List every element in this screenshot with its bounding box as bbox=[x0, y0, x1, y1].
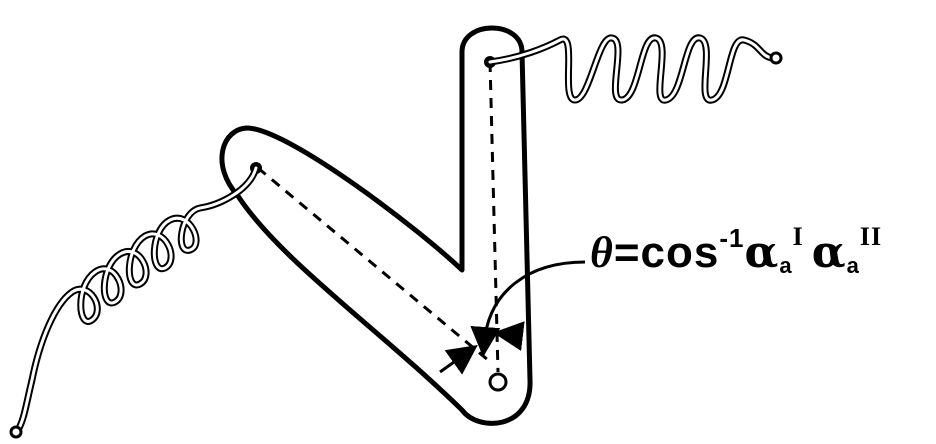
alpha-two-subscript: a bbox=[846, 253, 860, 278]
right-spring bbox=[486, 34, 783, 104]
alpha-one-superscript: I bbox=[792, 222, 804, 251]
left-spring bbox=[9, 164, 260, 439]
alpha-two-superscript: II bbox=[859, 222, 883, 251]
v-shaped-body-outline bbox=[219, 25, 533, 426]
equals-sign: = bbox=[613, 228, 641, 277]
alpha-two: α bbox=[811, 227, 847, 278]
axis-two-dashed bbox=[488, 61, 500, 373]
bottom-hole bbox=[488, 372, 508, 392]
alpha-one: α bbox=[744, 227, 780, 278]
inverse-exponent: -1 bbox=[719, 223, 745, 253]
theta-symbol: θ bbox=[590, 228, 614, 277]
angle-arrow-right bbox=[493, 321, 525, 352]
equation-leader-arrow bbox=[470, 260, 586, 357]
cos-text: cos bbox=[640, 228, 720, 277]
alpha-one-subscript: a bbox=[779, 253, 793, 278]
angle-arrow-left bbox=[439, 345, 478, 375]
axis-one-dashed bbox=[257, 166, 489, 362]
